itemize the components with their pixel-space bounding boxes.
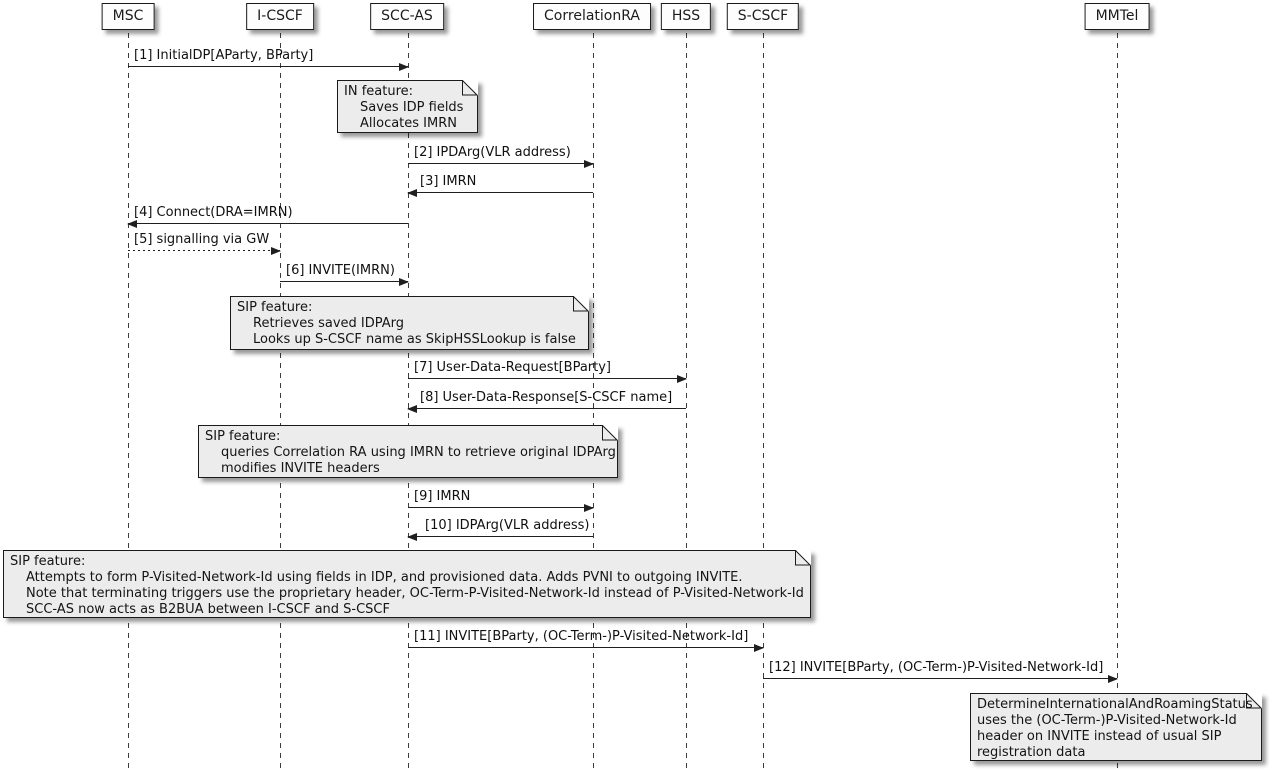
note-line: uses the (OC-Term-)P-Visited-Network-Id [977, 713, 1237, 728]
message-line [128, 66, 408, 67]
participant-sccas: SCC-AS [370, 3, 444, 30]
note-line: Saves IDP fields [360, 100, 464, 115]
message-label: [8] User-Data-Response[S-CSCF name] [420, 390, 673, 405]
arrowhead-right-icon [399, 277, 409, 286]
note-line: queries Correlation RA using IMRN to ret… [221, 445, 616, 460]
note-line: Attempts to form P-Visited-Network-Id us… [26, 570, 743, 585]
note-line: header on INVITE instead of usual SIP [977, 729, 1222, 744]
note-fold-icon [1246, 693, 1262, 709]
message-line [128, 223, 408, 224]
arrowhead-left-icon [407, 188, 417, 197]
note-line: Looks up S-CSCF name as SkipHSSLookup is… [253, 332, 576, 347]
lifeline-mmtel [1116, 33, 1118, 771]
arrowhead-right-icon [754, 643, 764, 652]
message-line [408, 408, 686, 409]
lifeline-msc [127, 33, 129, 771]
participant-msc: MSC [101, 3, 155, 30]
lifeline-correlationra [592, 33, 594, 771]
note-line: Allocates IMRN [360, 116, 457, 131]
note-line: SIP feature: [205, 429, 281, 444]
lifeline-scscf [762, 33, 764, 771]
message-label: [2] IPDArg(VLR address) [414, 145, 571, 160]
note-fold-icon [462, 80, 478, 96]
lifeline-icscf [279, 33, 281, 771]
message-label: [9] IMRN [414, 489, 471, 504]
message-line [408, 507, 593, 508]
note-line: Note that terminating triggers use the p… [26, 586, 804, 601]
message-label: [5] signalling via GW [134, 232, 270, 247]
message-label: [10] IDPArg(VLR address) [425, 518, 590, 533]
participant-label: I-CSCF [257, 8, 303, 24]
message-line [408, 378, 686, 379]
note-line: SIP feature: [237, 300, 313, 315]
arrowhead-left-icon [127, 219, 137, 228]
participant-label: MSC [112, 8, 144, 24]
arrowhead-right-icon [677, 374, 687, 383]
arrowhead-left-icon [407, 404, 417, 413]
message-line [408, 192, 593, 193]
message-line [128, 250, 280, 251]
participant-scscf: S-CSCF [726, 3, 800, 30]
note-sip-feature-2: SIP feature: queries Correlation RA usin… [198, 425, 618, 478]
message-line [408, 647, 763, 648]
lifeline-sccas [407, 33, 409, 771]
participant-label: HSS [671, 8, 701, 24]
participant-label: SCC-AS [381, 8, 433, 24]
message-label: [11] INVITE[BParty, (OC-Term-)P-Visited-… [414, 629, 749, 644]
arrowhead-right-icon [1108, 674, 1118, 683]
message-line [408, 536, 593, 537]
arrowhead-right-icon [271, 246, 281, 255]
note-sip-feature-3: SIP feature: Attempts to form P-Visited-… [3, 550, 811, 618]
note-sip-feature-1: SIP feature: Retrieves saved IDPArg Look… [230, 296, 589, 350]
message-line [763, 678, 1117, 679]
message-label: [12] INVITE[BParty, (OC-Term-)P-Visited-… [769, 660, 1104, 675]
note-in-feature: IN feature: Saves IDP fields Allocates I… [337, 80, 478, 133]
message-label: [4] Connect(DRA=IMRN) [134, 205, 293, 220]
participant-icscf: I-CSCF [246, 3, 314, 30]
message-label: [7] User-Data-Request[BParty] [414, 360, 611, 375]
note-line: SCC-AS now acts as B2BUA between I-CSCF … [26, 602, 390, 617]
message-label: [3] IMRN [420, 174, 477, 189]
note-line: modifies INVITE headers [221, 461, 380, 476]
note-line: SIP feature: [10, 554, 86, 569]
participant-label: CorrelationRA [544, 8, 640, 24]
message-label: [1] InitialDP[AParty, BParty] [134, 48, 314, 63]
arrowhead-right-icon [584, 503, 594, 512]
participant-label: MMTel [1095, 8, 1139, 24]
message-label: [6] INVITE(IMRN) [286, 263, 395, 278]
note-mmtel: DetermineInternationalAndRoamingStatus u… [970, 693, 1262, 761]
lifeline-hss [685, 33, 687, 771]
note-fold-icon [602, 425, 618, 441]
note-line: DetermineInternationalAndRoamingStatus [977, 697, 1253, 712]
note-line: Retrieves saved IDPArg [253, 316, 405, 331]
participant-label: S-CSCF [737, 8, 789, 24]
message-line [408, 163, 593, 164]
participant-hss: HSS [660, 3, 712, 30]
arrowhead-right-icon [584, 159, 594, 168]
note-fold-icon [573, 296, 589, 312]
arrowhead-left-icon [407, 532, 417, 541]
arrowhead-right-icon [399, 62, 409, 71]
note-fold-icon [795, 550, 811, 566]
note-line: registration data [977, 745, 1086, 760]
participant-correlationra: CorrelationRA [533, 3, 651, 30]
message-line [280, 281, 408, 282]
note-line: IN feature: [344, 84, 414, 99]
participant-mmtel: MMTel [1084, 3, 1150, 30]
